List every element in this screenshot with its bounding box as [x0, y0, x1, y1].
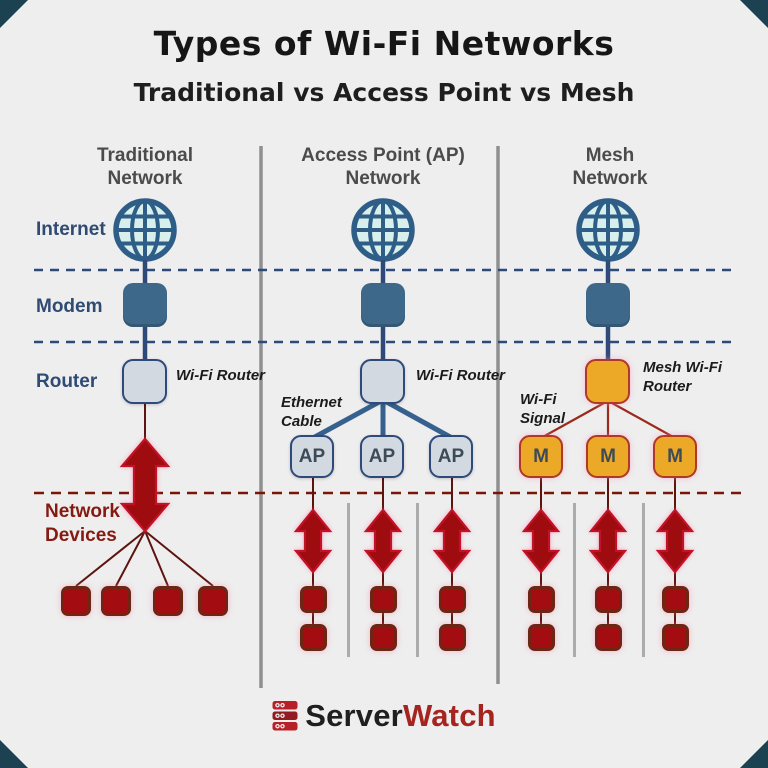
device-box: [594, 586, 622, 613]
double-arrow-icon: [119, 437, 695, 574]
device-box: [101, 586, 131, 616]
corner-triangle-bottom-right: [740, 740, 768, 768]
device-box: [438, 586, 466, 613]
wifi-router-annotation: Wi-Fi Router: [416, 367, 506, 384]
device-box: [527, 624, 555, 651]
modem-box: [361, 283, 405, 327]
column-header-mesh: Mesh Network: [572, 145, 648, 189]
row-label-router: Router: [36, 371, 98, 392]
brand-name-server: Server: [305, 698, 403, 733]
mesh-node-box: M: [653, 435, 697, 478]
brand-logo: ServerWatch: [0, 698, 768, 734]
globe-icon: [116, 201, 174, 259]
device-box: [299, 586, 327, 613]
globe-icon: [354, 201, 412, 259]
access-point-box: AP: [290, 435, 334, 478]
wifi-router-annotation: Wi-Fi Router: [176, 367, 266, 384]
device-box: [661, 586, 689, 613]
device-box: [369, 586, 397, 613]
ethernet-cable-lines: [311, 398, 454, 441]
access-point-box: AP: [429, 435, 473, 478]
device-box: [198, 586, 228, 616]
corner-triangle-bottom-left: [0, 740, 28, 768]
corner-triangle-top-right: [740, 0, 768, 28]
row-label-modem: Modem: [36, 296, 103, 317]
device-box: [299, 624, 327, 651]
wifi-router-box: [122, 359, 167, 404]
device-box: [594, 624, 622, 651]
wifi-signal-annotation: Wi-Fi Signal: [520, 391, 566, 427]
page-subtitle: Traditional vs Access Point vs Mesh: [133, 78, 635, 107]
row-label-network-devices: Network Devices: [45, 501, 120, 546]
modem-box: [123, 283, 167, 327]
navy-connectors: [142, 260, 611, 361]
column-dividers: [259, 146, 500, 688]
mesh-router-annotation: Mesh Wi-Fi Router: [643, 359, 723, 395]
server-stack-icon: [272, 701, 298, 731]
ethernet-cable-annotation: Ethernet Cable: [281, 394, 342, 430]
access-point-box: AP: [360, 435, 404, 478]
device-box: [661, 624, 689, 651]
column-header-traditional: Traditional Network: [96, 145, 194, 189]
device-box: [527, 586, 555, 613]
wifi-router-box: [360, 359, 405, 404]
mesh-router-box: [585, 359, 630, 404]
mesh-node-box: M: [519, 435, 563, 478]
device-box: [153, 586, 183, 616]
globe-icon: [579, 201, 637, 259]
corner-triangle-top-left: [0, 0, 28, 28]
page-title: Types of Wi-Fi Networks: [153, 24, 615, 63]
device-box: [438, 624, 466, 651]
device-box: [61, 586, 91, 616]
mesh-node-box: M: [586, 435, 630, 478]
brand-name: ServerWatch: [305, 698, 496, 734]
modem-box: [586, 283, 630, 327]
device-box: [369, 624, 397, 651]
wifi-signal-lines: [540, 402, 676, 439]
column-header-access-point: Access Point (AP) Network: [301, 145, 465, 189]
row-label-internet: Internet: [36, 219, 106, 240]
brand-name-watch: Watch: [402, 698, 496, 733]
sub-dividers: [347, 503, 645, 657]
